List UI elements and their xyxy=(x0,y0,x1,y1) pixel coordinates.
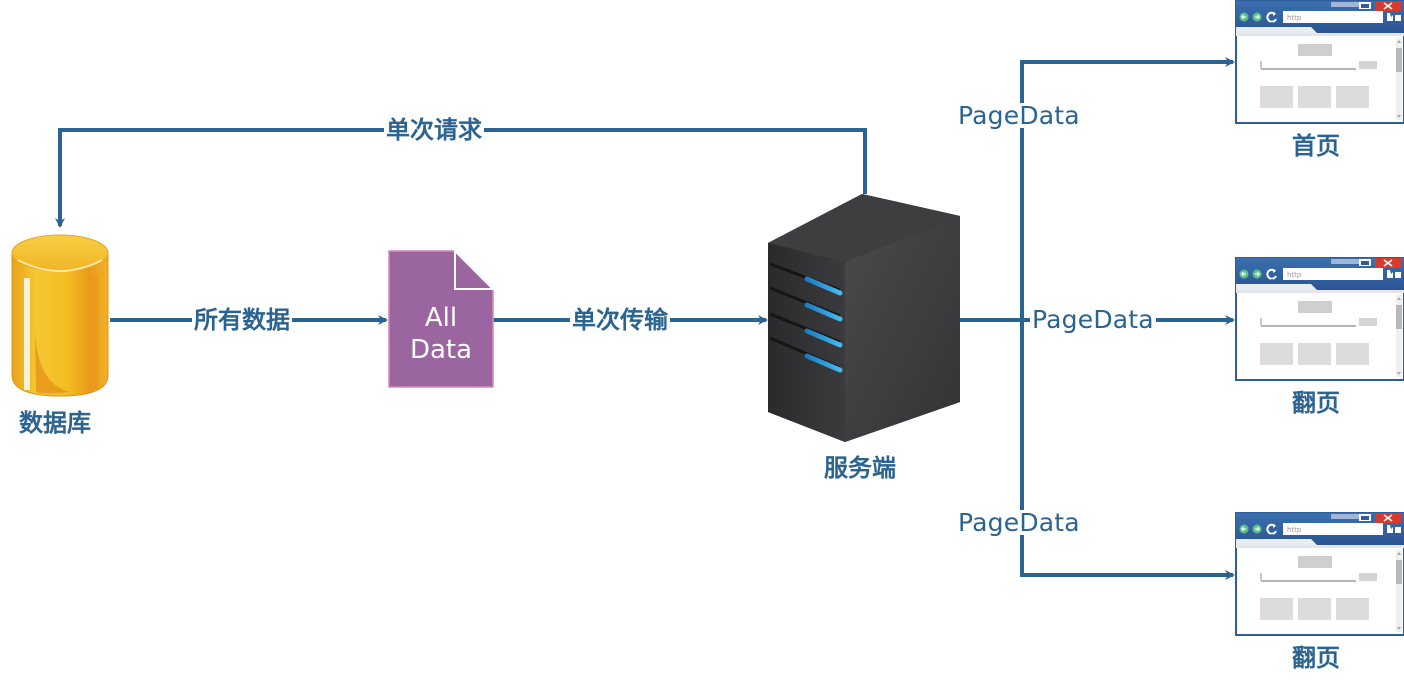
page-data-label-3: PageData xyxy=(956,508,1082,537)
browser-window-icon xyxy=(1235,512,1404,636)
server-led xyxy=(804,302,843,322)
browser-window-icon xyxy=(1235,0,1404,124)
server-led xyxy=(804,353,843,373)
all-records-label: 所有数据 xyxy=(192,306,292,334)
server-label: 服务端 xyxy=(824,454,896,482)
browser-label-next-1: 翻页 xyxy=(1292,389,1340,417)
transfer-label: 单次传输 xyxy=(570,306,670,334)
server-led xyxy=(804,276,843,296)
request-label: 单次请求 xyxy=(384,116,484,144)
server-tower-icon xyxy=(768,194,960,442)
document-icon xyxy=(388,248,496,388)
database-cylinder-icon xyxy=(11,234,109,397)
database-label: 数据库 xyxy=(19,409,91,437)
page-data-label-2: PageData xyxy=(1030,305,1156,334)
browser-window-icon xyxy=(1235,257,1404,381)
request-arrow xyxy=(55,128,867,228)
all-data-line-2: Data xyxy=(409,335,473,365)
browser-label-next-2: 翻页 xyxy=(1292,644,1340,672)
edge-request xyxy=(55,128,867,228)
browser-label-home: 首页 xyxy=(1292,132,1340,160)
all-data-text: All Data xyxy=(389,302,493,366)
all-data-line-1: All xyxy=(424,303,458,333)
page-data-label-1: PageData xyxy=(956,101,1082,130)
server-led xyxy=(804,328,843,348)
server-drive-bays xyxy=(769,262,843,373)
